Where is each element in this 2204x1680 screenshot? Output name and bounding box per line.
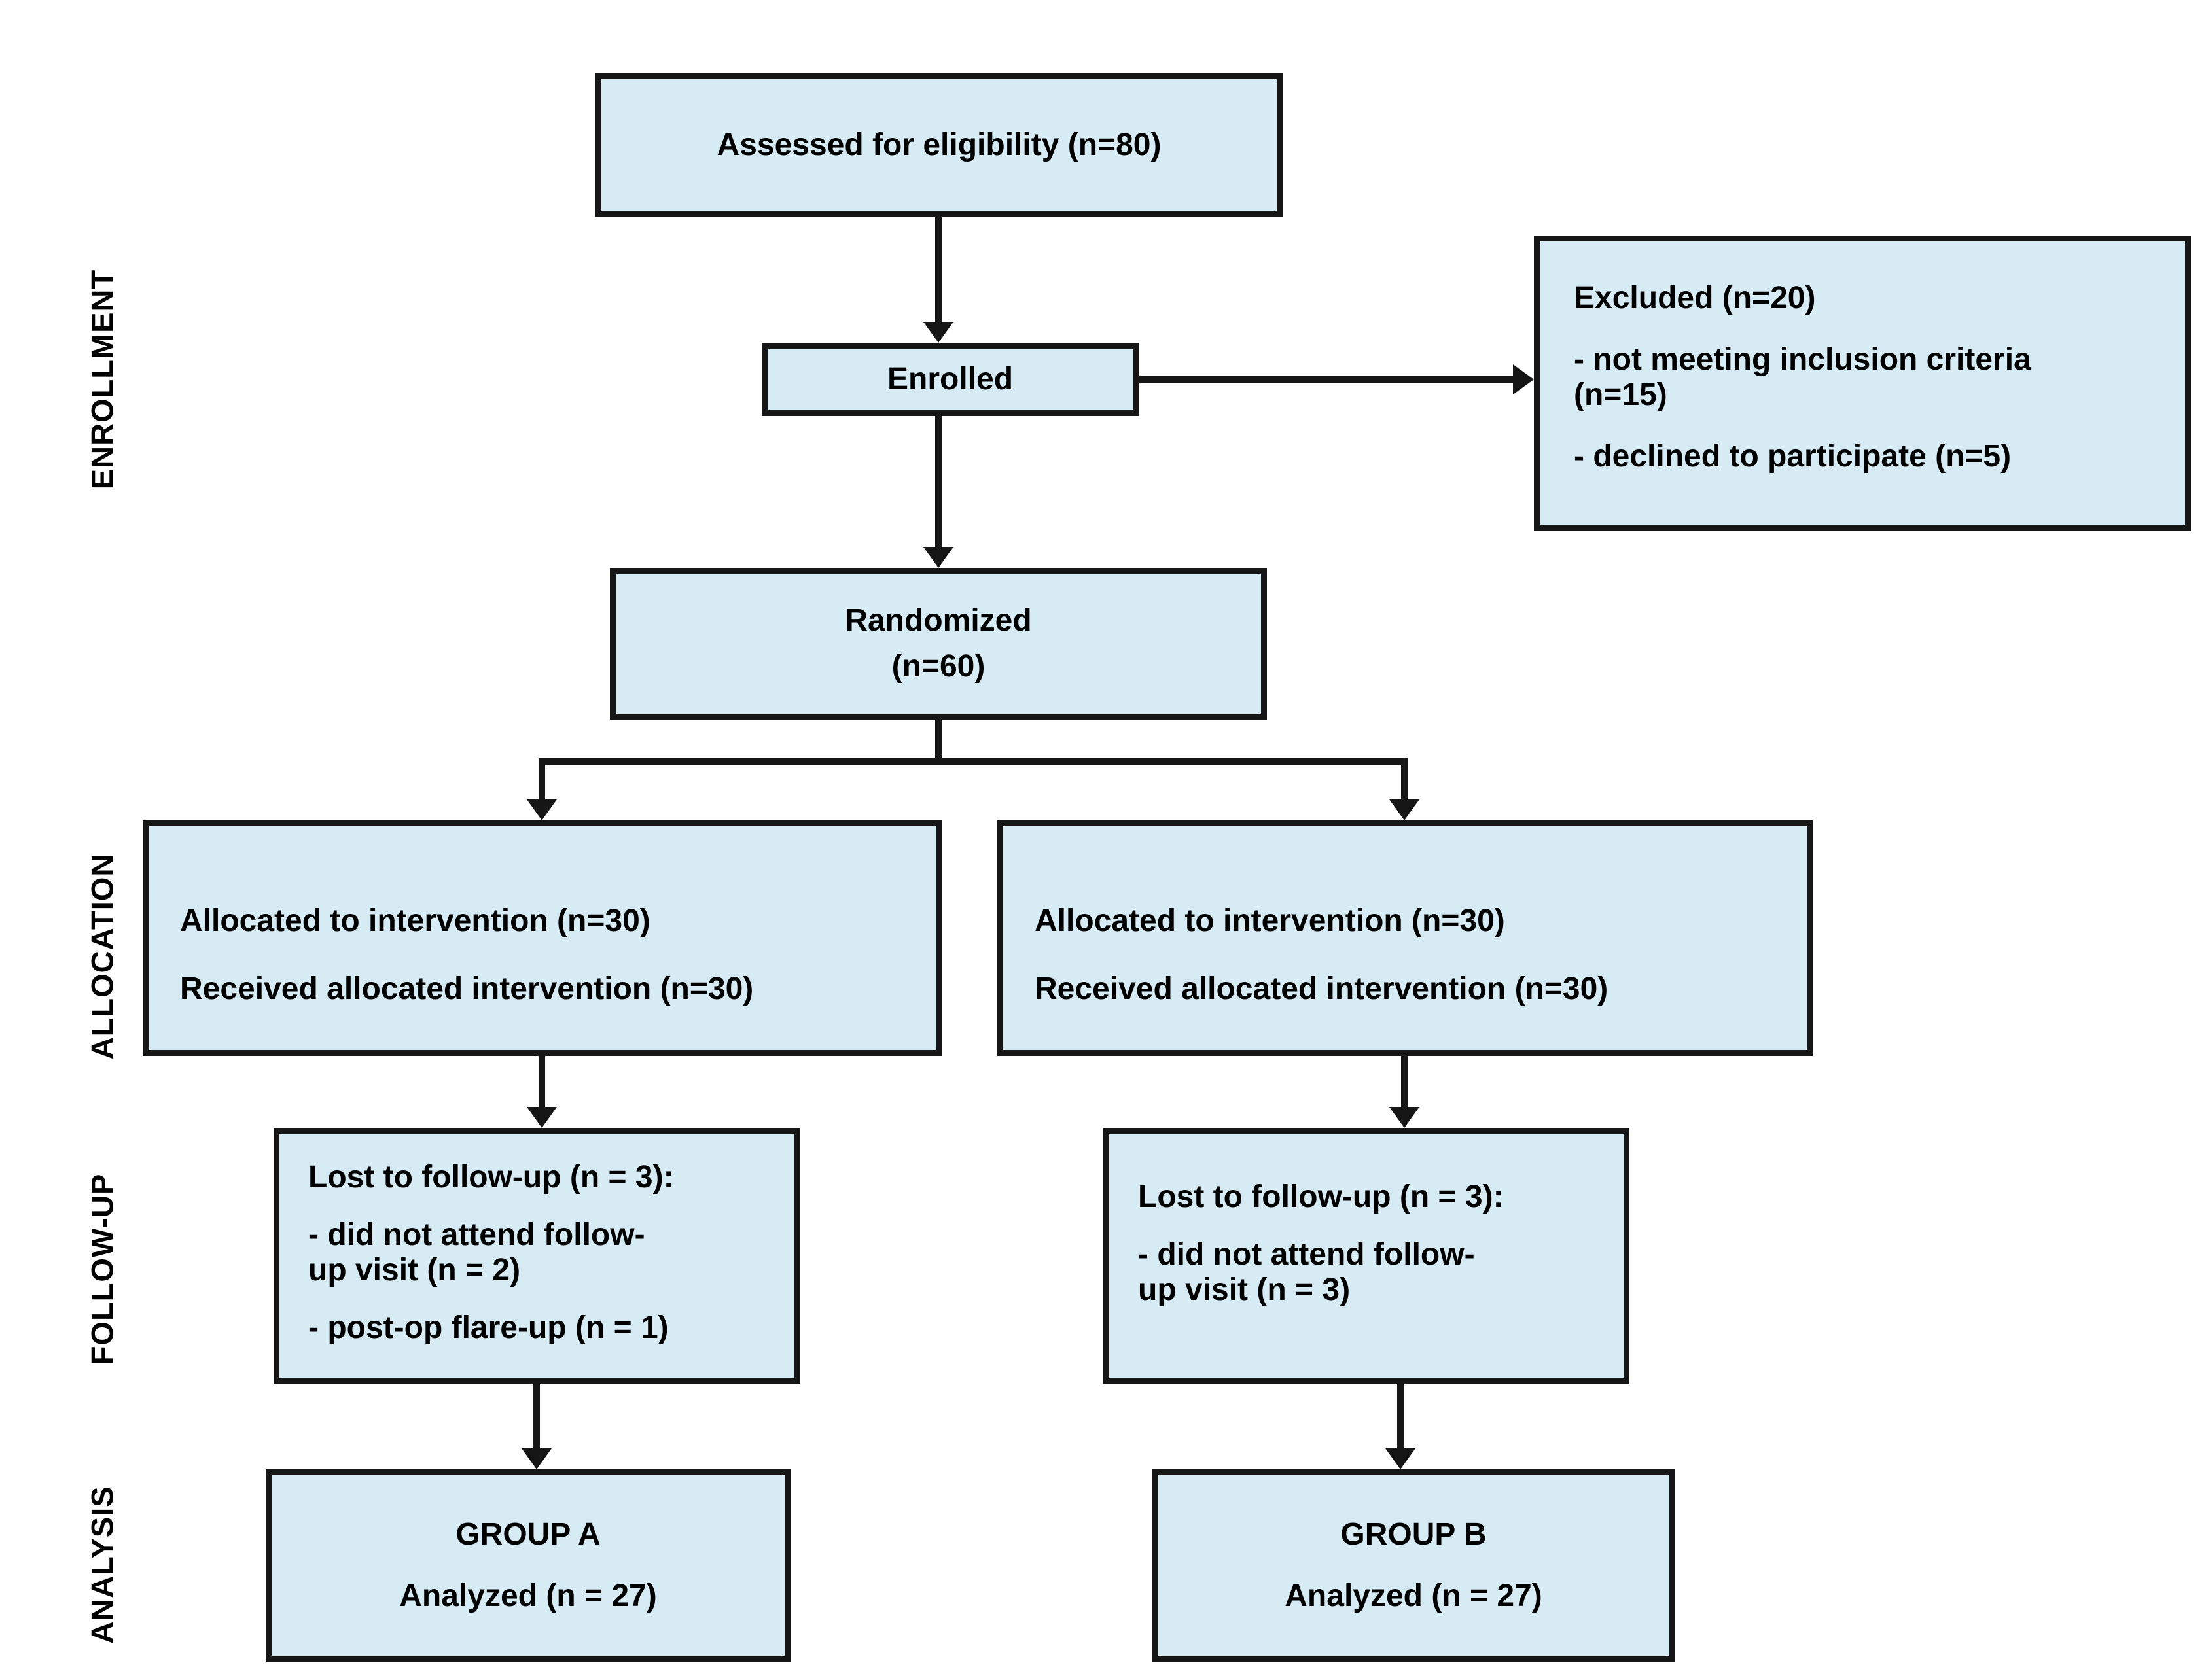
- followup-right-title: Lost to follow-up (n = 3):: [1138, 1180, 1504, 1214]
- allocation-box-right: Allocated to intervention (n=30) Receive…: [997, 820, 1813, 1056]
- arrow-enrolled-to-excluded-line: [1139, 376, 1513, 383]
- arrow-assessed-to-enrolled-line: [935, 217, 942, 322]
- arrow-branch-to-allocation-left-line: [539, 758, 545, 799]
- group-a-title: GROUP A: [455, 1517, 601, 1552]
- stage-label-follow-up: FOLLOW-UP: [84, 1173, 120, 1365]
- allocation-right-line2: Received allocated intervention (n=30): [1035, 971, 1609, 1006]
- excluded-item-inclusion-criteria: - not meeting inclusion criteria (n=15): [1574, 342, 2031, 412]
- arrow-down-icon: [1385, 1448, 1415, 1469]
- arrow-followup-to-analysis-right-line: [1397, 1384, 1404, 1448]
- allocation-box-left: Allocated to intervention (n=30) Receive…: [143, 820, 942, 1056]
- stage-label-analysis: ANALYSIS: [84, 1486, 120, 1644]
- arrow-down-icon: [923, 322, 953, 343]
- arrow-right-icon: [1513, 364, 1534, 394]
- allocation-left-line1: Allocated to intervention (n=30): [180, 903, 650, 938]
- stage-label-enrollment: ENROLLMENT: [84, 269, 120, 490]
- arrow-branch-to-allocation-right-line: [1401, 758, 1408, 799]
- group-b-analyzed-text: Analyzed (n = 27): [1285, 1579, 1542, 1613]
- arrow-down-icon: [522, 1448, 552, 1469]
- arrow-enrolled-to-randomized-line: [935, 416, 942, 547]
- analysis-box-group-a: GROUP A Analyzed (n = 27): [266, 1469, 791, 1662]
- arrow-allocation-to-followup-right-line: [1401, 1056, 1408, 1107]
- arrow-down-icon: [1389, 1107, 1419, 1128]
- branch-connector-stub: [935, 720, 942, 761]
- arrow-down-icon: [923, 547, 953, 568]
- randomized-box: Randomized (n=60): [610, 568, 1267, 720]
- excluded-box: Excluded (n=20) - not meeting inclusion …: [1534, 236, 2191, 531]
- group-b-title: GROUP B: [1340, 1517, 1487, 1552]
- arrow-down-icon: [527, 799, 557, 820]
- arrow-followup-to-analysis-left-line: [533, 1384, 540, 1448]
- enrolled-text: Enrolled: [887, 362, 1014, 396]
- assessed-eligibility-box: Assessed for eligibility (n=80): [595, 73, 1283, 217]
- followup-left-item-no-attend: - did not attend follow- up visit (n = 2…: [308, 1217, 645, 1287]
- analysis-box-group-b: GROUP B Analyzed (n = 27): [1152, 1469, 1675, 1662]
- excluded-title: Excluded (n=20): [1574, 281, 1816, 315]
- allocation-left-line2: Received allocated intervention (n=30): [180, 971, 754, 1006]
- randomized-text-line2: (n=60): [891, 649, 986, 684]
- randomized-text-line1: Randomized: [845, 603, 1032, 638]
- branch-connector-bar: [539, 758, 1408, 765]
- excluded-item-declined: - declined to participate (n=5): [1574, 439, 2012, 474]
- followup-box-left: Lost to follow-up (n = 3): - did not att…: [274, 1128, 800, 1384]
- followup-box-right: Lost to follow-up (n = 3): - did not att…: [1103, 1128, 1629, 1384]
- assessed-eligibility-text: Assessed for eligibility (n=80): [717, 128, 1162, 162]
- enrolled-box: Enrolled: [762, 343, 1139, 416]
- stage-label-allocation: ALLOCATION: [84, 853, 120, 1060]
- followup-left-item-flare-up: - post-op flare-up (n = 1): [308, 1310, 669, 1345]
- arrow-allocation-to-followup-left-line: [539, 1056, 545, 1107]
- arrow-down-icon: [527, 1107, 557, 1128]
- followup-right-item-no-attend: - did not attend follow- up visit (n = 3…: [1138, 1237, 1475, 1307]
- followup-left-title: Lost to follow-up (n = 3):: [308, 1160, 674, 1195]
- arrow-down-icon: [1389, 799, 1419, 820]
- allocation-right-line1: Allocated to intervention (n=30): [1035, 903, 1505, 938]
- group-a-analyzed-text: Analyzed (n = 27): [399, 1579, 657, 1613]
